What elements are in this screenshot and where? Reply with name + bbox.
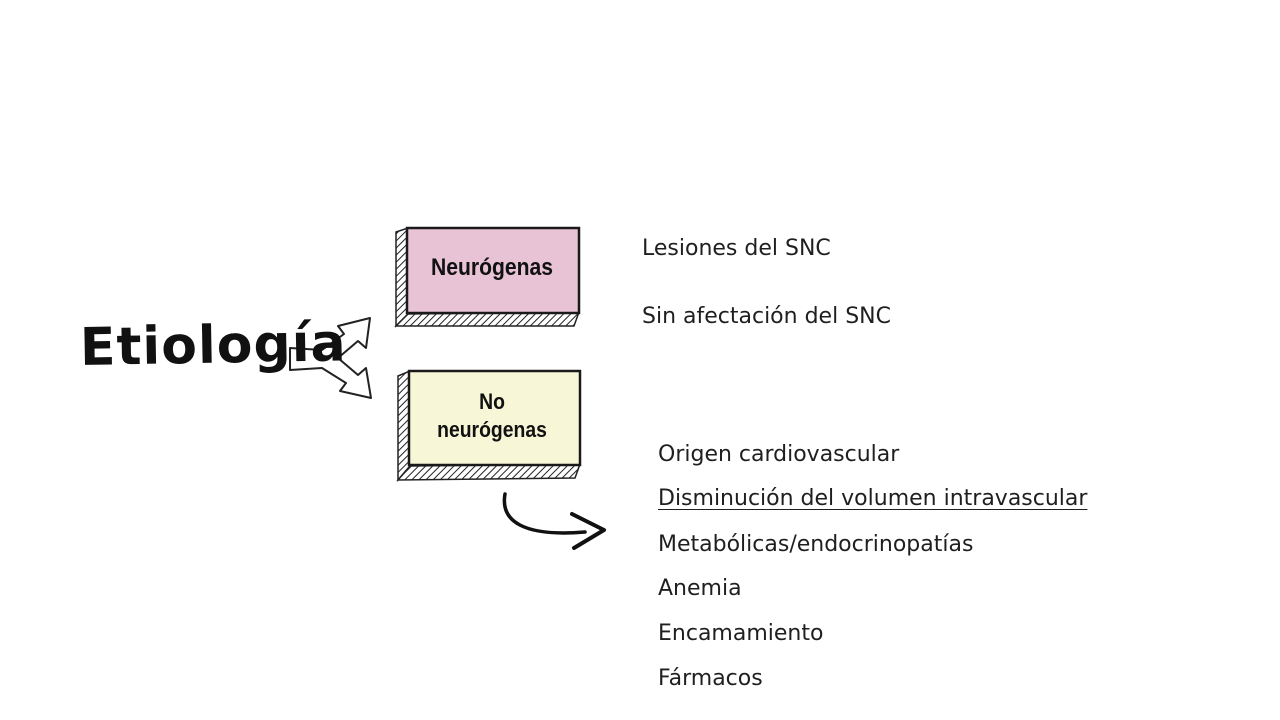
neurogenic-box-face <box>405 226 581 315</box>
neurogenic-item: Lesiones del SNC <box>642 236 831 261</box>
curved-arrow-icon <box>502 492 606 550</box>
non-neurogenic-box <box>396 369 582 483</box>
non-neurogenic-box-face <box>407 369 582 467</box>
non-neurogenic-label: No neurógenas <box>422 388 563 444</box>
neurogenic-item: Sin afectación del SNC <box>642 304 891 329</box>
split-arrow-icon <box>289 317 372 399</box>
non-neurogenic-item: Disminución del volumen intravascular <box>658 486 1088 511</box>
non-neurogenic-item: Fármacos <box>658 666 763 691</box>
non-neurogenic-item: Anemia <box>658 576 742 601</box>
page-title: Etiología <box>79 313 348 378</box>
neurogenic-label: Neurógenas <box>430 254 554 281</box>
non-neurogenic-label-line1: No <box>479 389 505 414</box>
non-neurogenic-item: Metabólicas/endocrinopatías <box>658 532 974 557</box>
non-neurogenic-label-line2: neurógenas <box>437 417 547 442</box>
non-neurogenic-item: Origen cardiovascular <box>658 442 900 467</box>
non-neurogenic-item: Encamamiento <box>658 621 824 646</box>
neurogenic-box <box>394 226 581 328</box>
